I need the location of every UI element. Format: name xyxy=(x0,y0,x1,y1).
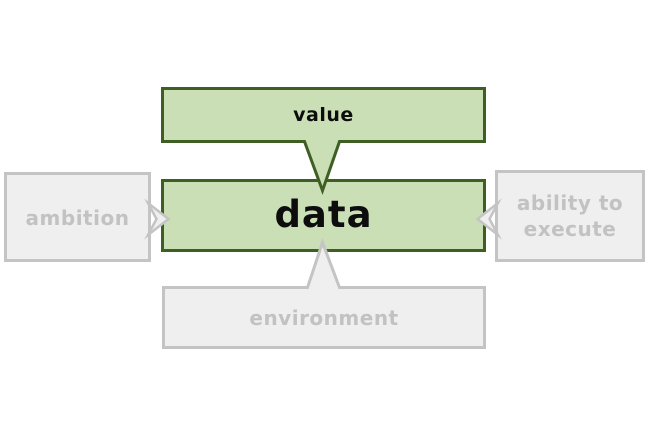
environment-callout xyxy=(162,238,486,349)
ability-pointer-icon xyxy=(475,198,502,240)
ambition-label: ambition xyxy=(25,205,130,230)
ability-to-execute-label: ability to execute xyxy=(516,191,624,241)
environment-label: environment xyxy=(249,306,399,330)
data-label: data xyxy=(274,193,373,237)
value-label: value xyxy=(293,103,354,126)
ability-box xyxy=(495,170,645,262)
ambition-pointer-icon xyxy=(144,198,171,240)
value-callout xyxy=(161,87,486,195)
ambition-box xyxy=(4,172,151,262)
